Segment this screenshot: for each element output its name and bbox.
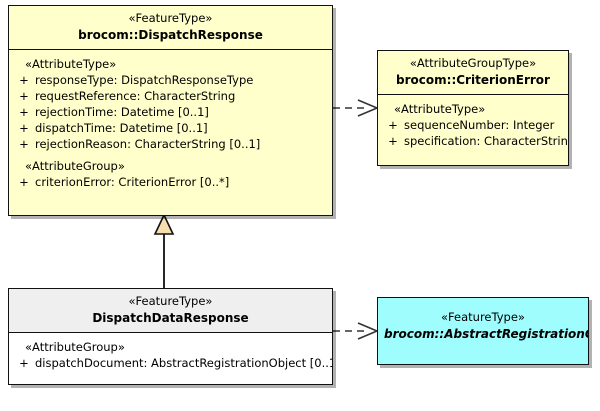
attribute-text: rejectionReason: CharacterString [0..1] (35, 137, 261, 151)
attribute-text: dispatchDocument: AbstractRegistrationOb… (35, 356, 333, 370)
class-body-dispatch-response: «AttributeType» + responseType: Dispatch… (9, 50, 332, 196)
attribute-visibility: + (19, 175, 29, 189)
class-box-dispatch-data-response[interactable]: «FeatureType» DispatchDataResponse «Attr… (8, 288, 333, 385)
class-stereotype: «AttributeGroupType» (409, 56, 537, 70)
class-header-abstract-registration-object: «FeatureType» brocom::AbstractRegistrati… (378, 298, 588, 348)
generalization-hollow-triangle (153, 213, 175, 235)
class-header-dispatch-data-response: «FeatureType» DispatchDataResponse (9, 289, 332, 333)
attribute-row[interactable]: + responseType: DispatchResponseType (13, 72, 328, 88)
attribute-visibility: + (19, 356, 29, 370)
attribute-visibility: + (388, 118, 398, 132)
class-box-criterion-error[interactable]: «AttributeGroupType» brocom::CriterionEr… (377, 50, 569, 166)
attribute-visibility: + (19, 105, 29, 119)
attribute-text: dispatchTime: Datetime [0..1] (35, 121, 208, 135)
dependency-abstract-registration-object-arrowhead (357, 322, 380, 340)
compartment-label-attribute-group: «AttributeGroup» (25, 340, 125, 354)
attribute-visibility: + (19, 121, 29, 135)
attribute-text: sequenceNumber: Integer (404, 118, 555, 132)
attribute-text: rejectionTime: Datetime [0..1] (35, 105, 209, 119)
attribute-text: responseType: DispatchResponseType (35, 73, 254, 87)
attribute-row[interactable]: + rejectionTime: Datetime [0..1] (13, 104, 328, 120)
attribute-text: criterionError: CriterionError [0..*] (35, 175, 230, 189)
class-stereotype: «FeatureType» (128, 11, 213, 25)
generalization-dispatch-data-response (153, 213, 175, 288)
class-body-dispatch-data-response: «AttributeGroup» + dispatchDocument: Abs… (9, 333, 332, 377)
attribute-visibility: + (19, 73, 29, 87)
attribute-row[interactable]: + sequenceNumber: Integer (382, 117, 564, 133)
class-name: brocom::DispatchResponse (78, 28, 263, 42)
attribute-visibility: + (19, 89, 29, 103)
dependency-criterion-error-arrowhead (357, 99, 380, 117)
dependency-criterion-error (333, 99, 380, 117)
compartment-label-attribute-group: «AttributeGroup» (25, 159, 125, 173)
class-box-dispatch-response[interactable]: «FeatureType» brocom::DispatchResponse «… (8, 5, 333, 216)
attribute-row[interactable]: + rejectionReason: CharacterString [0..1… (13, 136, 328, 152)
class-box-abstract-registration-object[interactable]: «FeatureType» brocom::AbstractRegistrati… (377, 297, 589, 365)
class-body-criterion-error: «AttributeType» + sequenceNumber: Intege… (378, 95, 568, 155)
attribute-row[interactable]: + criterionError: CriterionError [0..*] (13, 174, 328, 190)
compartment-label-attribute-type: «AttributeType» (25, 57, 117, 71)
attribute-visibility: + (388, 134, 398, 148)
class-name: brocom::AbstractRegistrationObject (384, 327, 588, 341)
attribute-visibility: + (19, 137, 29, 151)
compartment-label-attribute-type: «AttributeType» (394, 102, 486, 116)
class-header-dispatch-response: «FeatureType» brocom::DispatchResponse (9, 6, 332, 50)
attribute-row[interactable]: + requestReference: CharacterString (13, 88, 328, 104)
class-header-criterion-error: «AttributeGroupType» brocom::CriterionEr… (378, 51, 568, 95)
attribute-row[interactable]: + specification: CharacterString (382, 133, 568, 149)
class-stereotype: «FeatureType» (441, 310, 525, 324)
class-name: brocom::CriterionError (396, 73, 550, 87)
attribute-row[interactable]: + dispatchTime: Datetime [0..1] (13, 120, 328, 136)
attribute-text: specification: CharacterString (404, 134, 569, 148)
dependency-abstract-registration-object (333, 322, 380, 340)
class-stereotype: «FeatureType» (128, 294, 213, 308)
attribute-row[interactable]: + dispatchDocument: AbstractRegistration… (13, 355, 332, 371)
attribute-text: requestReference: CharacterString (35, 89, 236, 103)
class-name: DispatchDataResponse (92, 311, 249, 325)
